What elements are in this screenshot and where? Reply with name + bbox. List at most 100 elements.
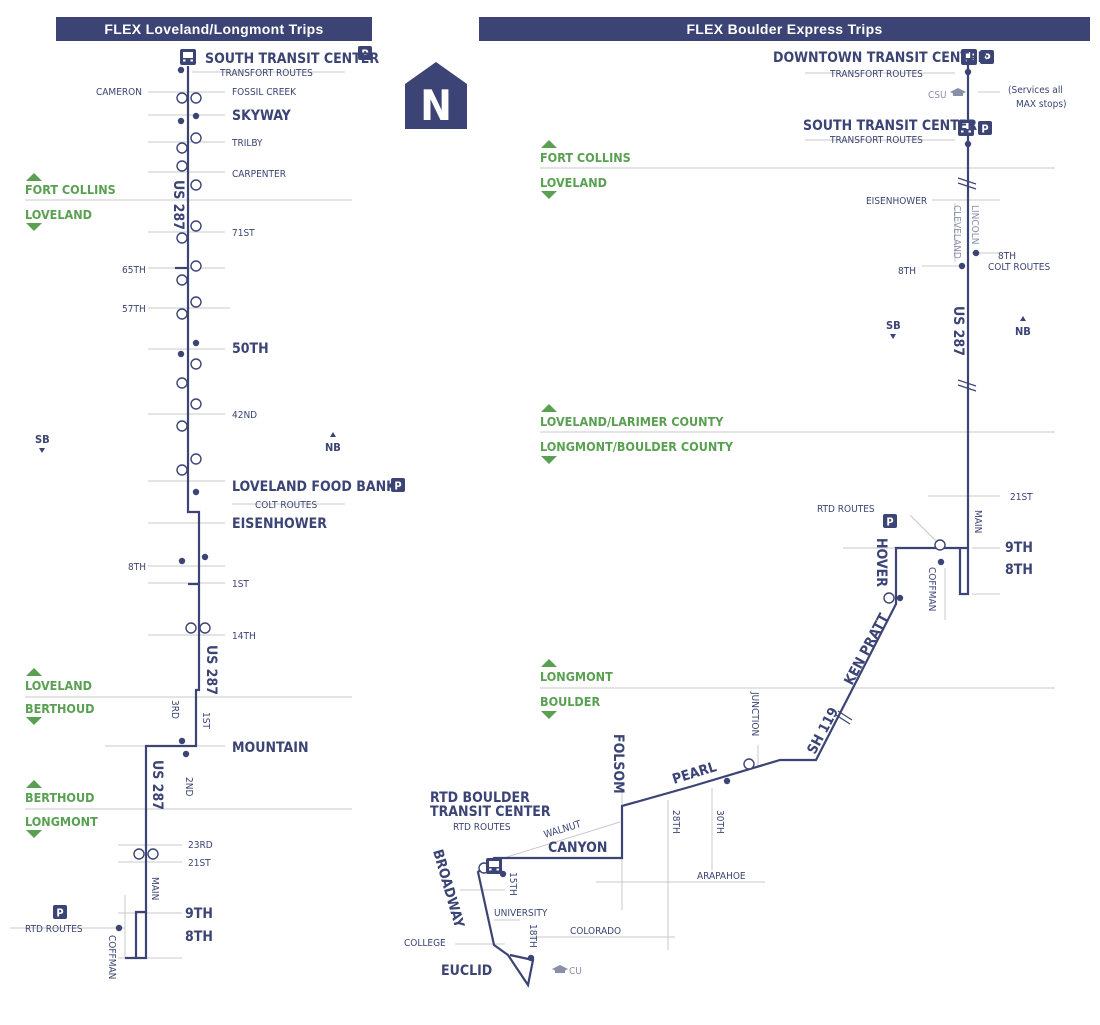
boundary-arrow-up-icon bbox=[541, 140, 557, 148]
northbound-arrow-icon bbox=[1020, 316, 1026, 321]
southbound-label: SB bbox=[35, 433, 50, 446]
parking-icon bbox=[978, 121, 992, 136]
lincoln-label: LINCOLN bbox=[969, 205, 980, 245]
hover-label: HOVER bbox=[873, 538, 889, 587]
1st-label: 1ST bbox=[200, 712, 211, 729]
parking-icon bbox=[883, 514, 897, 529]
9th-label: 9TH bbox=[1005, 540, 1033, 556]
northbound-label: NB bbox=[1015, 325, 1031, 338]
loveland-boundary-label: LOVELAND bbox=[540, 175, 607, 190]
junction-label: JUNCTION bbox=[749, 691, 760, 736]
21st-label: 21ST bbox=[1010, 492, 1033, 503]
bus-icon bbox=[486, 858, 502, 874]
transfort-routes-label: TRANSFORT ROUTES bbox=[219, 68, 313, 79]
services-note-line1: (Services all bbox=[1008, 85, 1063, 96]
rtd-boulder-transit-center-label: RTD BOULDER bbox=[430, 790, 530, 806]
2nd-label: 2ND bbox=[183, 777, 194, 796]
18th-label: 18TH bbox=[527, 924, 538, 948]
southbound-label: SB bbox=[886, 319, 901, 332]
boundary-arrow-up-icon bbox=[26, 173, 42, 181]
skyway-label: SKYWAY bbox=[232, 108, 292, 124]
us-287-label: US 287 bbox=[149, 760, 165, 810]
downtown-transit-center-label: DOWNTOWN TRANSIT CENTER bbox=[773, 50, 988, 66]
eisenhower-label: EISENHOWER bbox=[232, 516, 327, 532]
28th-label: 28TH bbox=[670, 810, 681, 834]
us-287-label: US 287 bbox=[950, 306, 966, 356]
arapahoe-label: ARAPAHOE bbox=[697, 871, 746, 882]
route-break-marks bbox=[835, 177, 977, 725]
left-panel-header: FLEX Loveland/Longmont Trips bbox=[56, 17, 372, 41]
euclid-label: EUCLID bbox=[441, 963, 492, 979]
right-panel-header: FLEX Boulder Express Trips bbox=[479, 17, 1090, 41]
loveland-boundary-label: LOVELAND bbox=[25, 678, 92, 693]
northbound-label: NB bbox=[325, 441, 341, 454]
rtd-boulder-transit-center-label: TRANSIT CENTER bbox=[430, 804, 551, 820]
8th-label: 8TH bbox=[998, 251, 1016, 262]
boundary-arrow-down-icon bbox=[26, 223, 42, 231]
right-route-line bbox=[476, 64, 970, 988]
boundary-arrow-down-icon bbox=[26, 717, 42, 725]
8th-label: 8TH bbox=[185, 929, 213, 945]
cleveland-label: CLEVELAND bbox=[951, 205, 962, 259]
8th-label: 8TH bbox=[128, 562, 146, 573]
broadway-label: BROADWAY bbox=[429, 848, 467, 931]
canyon-label: CANYON bbox=[548, 840, 607, 856]
left-street-lines bbox=[10, 71, 352, 959]
50th-label: 50TH bbox=[232, 341, 269, 357]
rtd-routes-label: RTD ROUTES bbox=[25, 924, 83, 935]
college-label: COLLEGE bbox=[404, 938, 446, 949]
parking-icon bbox=[53, 905, 67, 920]
south-transit-center-label: SOUTH TRANSIT CENTER bbox=[205, 51, 379, 67]
boundary-arrow-down-icon bbox=[541, 456, 557, 464]
boundary-arrow-up-icon bbox=[26, 780, 42, 788]
fort-collins-boundary-label: FORT COLLINS bbox=[25, 182, 116, 197]
southbound-arrow-icon bbox=[890, 334, 896, 339]
boundary-arrow-down-icon bbox=[541, 711, 557, 719]
loveland-food-bank-label: LOVELAND FOOD BANK bbox=[232, 479, 397, 495]
71st-label: 71ST bbox=[232, 228, 255, 239]
carpenter-label: CARPENTER bbox=[232, 169, 286, 180]
northbound-arrow-icon bbox=[330, 432, 336, 437]
21st-label: 21ST bbox=[188, 858, 211, 869]
campus-icon bbox=[552, 965, 568, 973]
folsom-label: FOLSOM bbox=[610, 734, 626, 794]
mountain-label: MOUNTAIN bbox=[232, 740, 309, 756]
rtd-routes-label: RTD ROUTES bbox=[453, 822, 511, 833]
57th-label: 57TH bbox=[122, 304, 146, 315]
services-note-line2: MAX stops) bbox=[1016, 99, 1067, 110]
fossil-creek-label: FOSSIL CREEK bbox=[232, 87, 297, 98]
walnut-label: WALNUT bbox=[543, 819, 583, 841]
north-label: N bbox=[420, 81, 452, 130]
cu-label: CU bbox=[569, 966, 582, 977]
1st-label: 1ST bbox=[232, 579, 249, 590]
cameron-label: CAMERON bbox=[96, 87, 142, 98]
north-arrow-icon: N bbox=[405, 62, 467, 130]
left-route-line bbox=[125, 66, 201, 960]
ken-pratt-label: KEN PRATT bbox=[841, 611, 892, 688]
transfort-routes-label: TRANSFORT ROUTES bbox=[829, 135, 923, 146]
colt-routes-label: COLT ROUTES bbox=[988, 262, 1050, 273]
loveland-boundary-label: LOVELAND bbox=[25, 207, 92, 222]
colorado-label: COLORADO bbox=[570, 926, 621, 937]
berthoud-boundary-label: BERTHOUD bbox=[25, 790, 94, 805]
south-transit-center-label: SOUTH TRANSIT CENTER bbox=[803, 118, 977, 134]
3rd-label: 3RD bbox=[169, 700, 180, 719]
8th-label: 8TH bbox=[898, 266, 916, 277]
boundary-arrow-down-icon bbox=[26, 830, 42, 838]
sh-119-label: SH 119 bbox=[804, 705, 842, 757]
boundary-arrow-down-icon bbox=[541, 191, 557, 199]
us-287-label: US 287 bbox=[170, 180, 186, 230]
15th-label: 15TH bbox=[507, 872, 518, 896]
boundary-arrow-up-icon bbox=[26, 668, 42, 676]
eisenhower-label: EISENHOWER bbox=[866, 196, 927, 207]
bus-icon bbox=[180, 49, 196, 65]
boundary-arrow-up-icon bbox=[541, 659, 557, 667]
berthoud-boundary-label: BERTHOUD bbox=[25, 701, 94, 716]
coffman-label: COFFMAN bbox=[926, 567, 937, 611]
right-street-lines bbox=[455, 72, 1055, 950]
14th-label: 14TH bbox=[232, 631, 256, 642]
longmont-boulder-boundary-label: LONGMONT/BOULDER COUNTY bbox=[540, 439, 734, 454]
loveland-larimer-boundary-label: LOVELAND/LARIMER COUNTY bbox=[540, 414, 724, 429]
9th-label: 9TH bbox=[185, 906, 213, 922]
